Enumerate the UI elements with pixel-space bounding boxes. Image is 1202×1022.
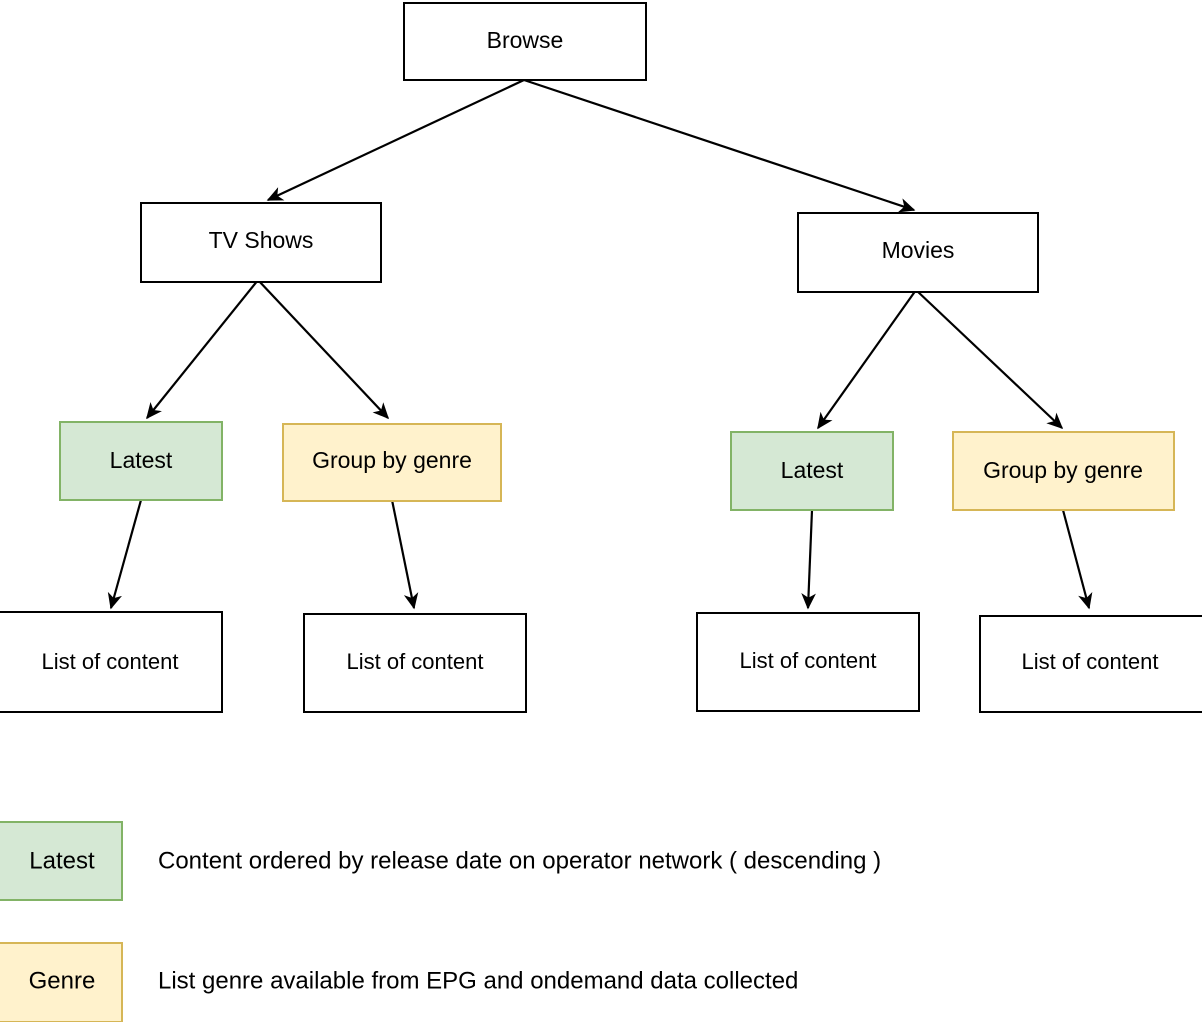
node-movies-label: Movies [882,237,955,263]
node-tv-shows-label: TV Shows [209,227,314,253]
node-movies[interactable]: Movies [797,212,1039,293]
legend-description-latest: Content ordered by release date on opera… [158,847,881,874]
node-list-of-content-movies-genre[interactable]: List of content [979,615,1202,713]
edge-tv-shows-to-group-by-genre [257,279,390,420]
node-movies-group-by-genre[interactable]: Group by genre [952,431,1175,511]
node-list-of-content-movies-latest[interactable]: List of content [696,612,920,712]
edge-movies-genre-to-list [1061,509,1093,610]
edge-browse-to-movies [523,78,916,213]
legend-swatch-genre-label: Genre [29,967,96,994]
edge-movies-latest-to-list [801,509,816,610]
node-tv-latest-label: Latest [110,447,173,473]
node-list-of-content-movies-genre-label: List of content [1022,649,1159,674]
legend: Latest Content ordered by release date o… [0,821,881,1022]
node-tv-group-by-genre[interactable]: Group by genre [282,423,502,502]
node-tv-shows[interactable]: TV Shows [140,202,382,283]
legend-swatch-latest-label: Latest [29,847,95,874]
node-list-of-content-tv-genre-label: List of content [347,649,484,674]
node-browse[interactable]: Browse [403,2,647,81]
node-list-of-content-tv-latest-label: List of content [42,649,179,674]
legend-swatch-latest [0,821,123,901]
edge-group [107,78,1093,610]
node-list-of-content-tv-genre[interactable]: List of content [303,613,527,713]
node-tv-latest[interactable]: Latest [59,421,223,501]
legend-swatch-genre [0,942,123,1022]
node-tv-group-by-genre-label: Group by genre [312,447,472,473]
node-movies-group-by-genre-label: Group by genre [983,457,1143,483]
edge-movies-to-group-by-genre [915,289,1064,430]
node-movies-latest-label: Latest [781,457,844,483]
edge-movies-to-latest [817,289,917,430]
node-movies-latest[interactable]: Latest [730,431,894,511]
legend-row-genre: Genre List genre available from EPG and … [0,942,798,1022]
node-browse-label: Browse [487,27,564,53]
node-list-of-content-tv-latest[interactable]: List of content [0,611,223,713]
legend-description-genre: List genre available from EPG and ondema… [158,967,798,994]
edge-browse-to-tv-shows [266,79,525,201]
edge-tv-shows-to-latest [146,279,259,420]
node-list-of-content-movies-latest-label: List of content [740,648,877,673]
edge-tv-genre-to-list [390,499,419,610]
edge-tv-latest-to-list [107,499,143,610]
legend-row-latest: Latest Content ordered by release date o… [0,821,881,901]
